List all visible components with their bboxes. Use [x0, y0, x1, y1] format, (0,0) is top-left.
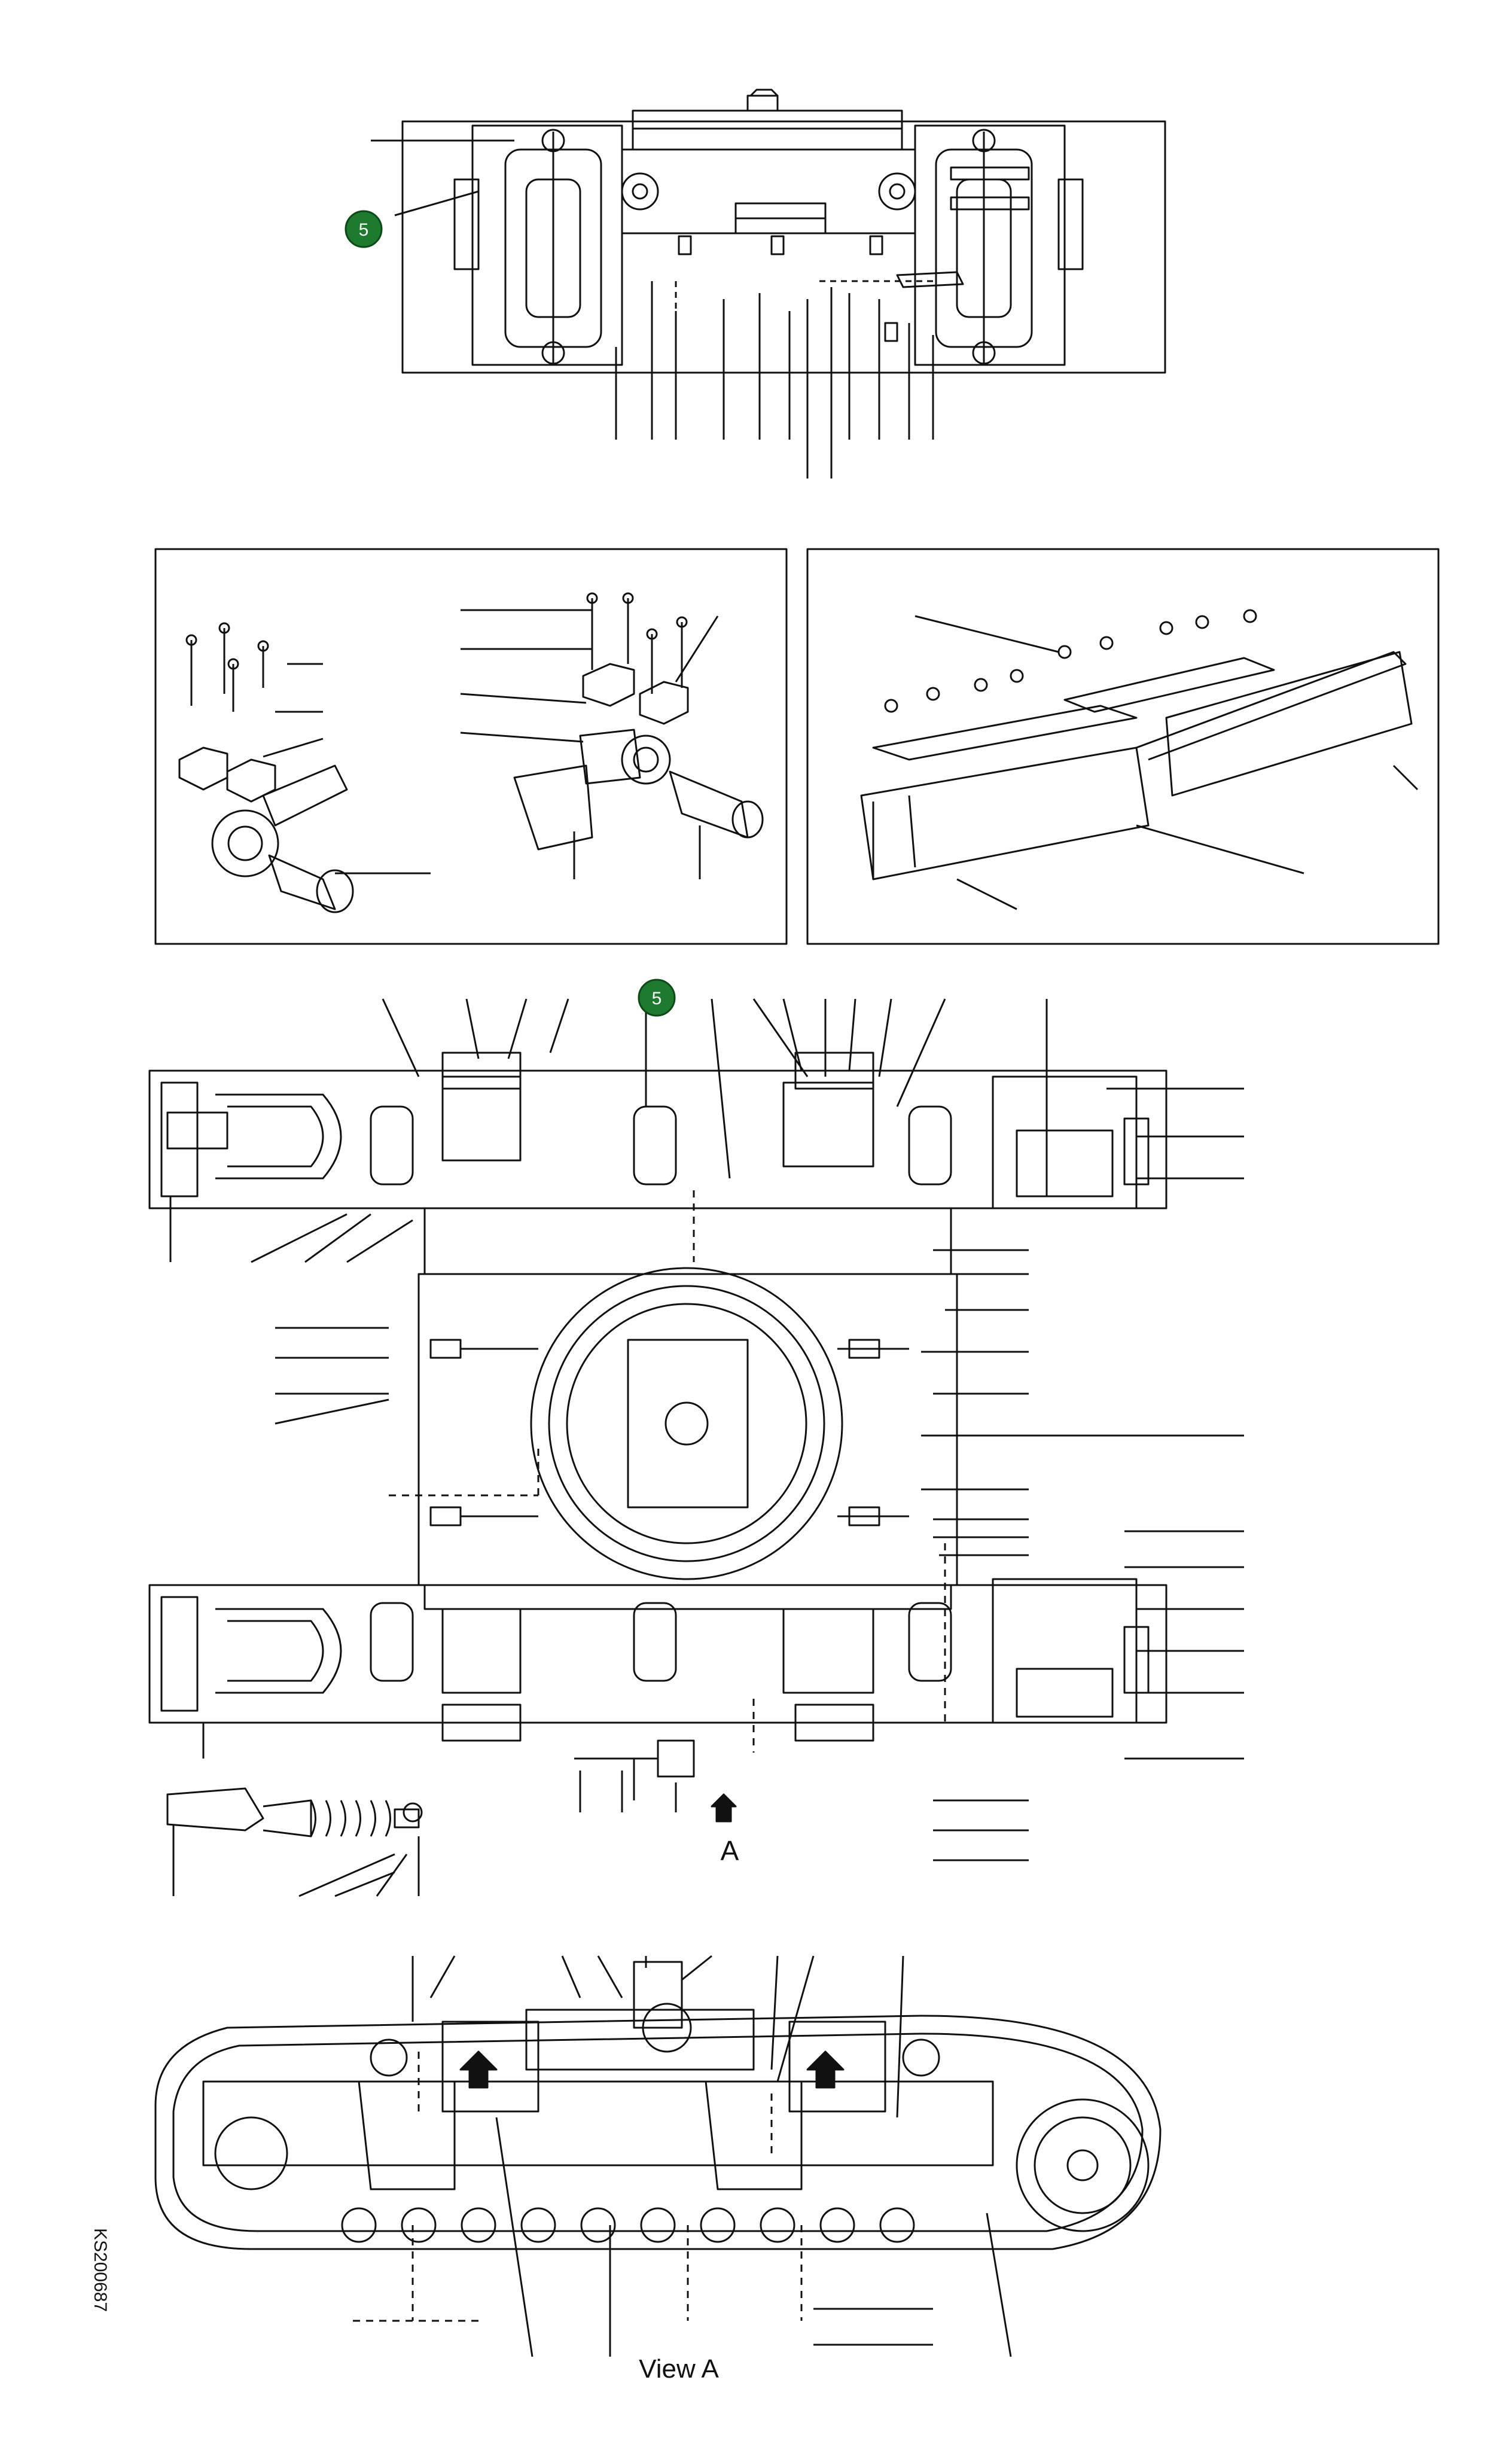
view-arrow-icon: [711, 1793, 737, 1823]
plan-view: [148, 979, 1244, 1861]
sprocket: [1016, 2098, 1150, 2232]
view-a-caption: View A: [639, 2354, 719, 2384]
callout-label-top: 5: [359, 220, 369, 240]
view-a-side: [154, 1955, 1162, 2357]
direction-arrow-icon: [806, 2050, 845, 2089]
drawing-code: KS200687: [90, 2228, 110, 2312]
tension-spring-assembly: [166, 1787, 423, 1897]
callout-badge-top: [345, 210, 383, 248]
callout-badge-plan: [638, 979, 676, 1017]
callout-label-plan: 5: [652, 989, 662, 1008]
view-marker-label: A: [721, 1835, 739, 1866]
detail-panel-left: [154, 548, 788, 945]
detail-panel-right: [806, 548, 1440, 945]
front-view: [345, 89, 1166, 479]
direction-arrow-icon: [459, 2050, 498, 2089]
